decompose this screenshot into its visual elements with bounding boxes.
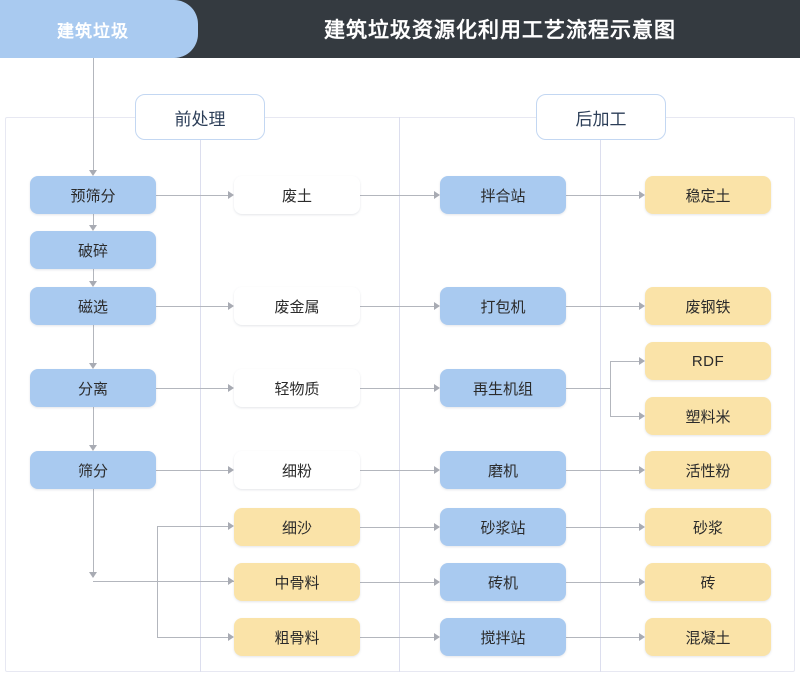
arrowhead-trunk-to-coarse-aggregate bbox=[228, 633, 234, 641]
connector-aggregate-trunk bbox=[157, 526, 158, 637]
connector-sieving-to-aggregate-trunk bbox=[93, 581, 234, 582]
node-crushing[interactable]: 破碎 bbox=[30, 231, 156, 269]
node-presieve[interactable]: 预筛分 bbox=[30, 176, 156, 214]
connector-magnetic-to-separation bbox=[93, 325, 94, 363]
connector-finesand-to-mortarstation bbox=[360, 527, 434, 528]
connector-presieve-to-wastesoil bbox=[156, 195, 228, 196]
connector-lightmaterial-to-recyclingunit bbox=[360, 388, 434, 389]
arrowhead-magnetic-to-separation bbox=[89, 363, 97, 369]
node-recycling-unit[interactable]: 再生机组 bbox=[440, 369, 566, 407]
node-fine-sand[interactable]: 细沙 bbox=[234, 508, 360, 546]
connector-mill-to-activepowder bbox=[566, 470, 639, 471]
arrowhead-trunk-to-fine-sand bbox=[228, 522, 234, 530]
arrowhead-finepowder-to-mill bbox=[434, 466, 440, 474]
node-baler[interactable]: 打包机 bbox=[440, 287, 566, 325]
arrowhead-separation-to-sieving bbox=[89, 445, 97, 451]
node-mixing-station[interactable]: 拌合站 bbox=[440, 176, 566, 214]
connector-wastesoil-to-mixingstation bbox=[360, 195, 434, 196]
connector-crushing-to-magnetic bbox=[93, 269, 94, 281]
connector-branch-to-rdf bbox=[610, 361, 639, 362]
connector-baler-to-scrapsteel bbox=[566, 306, 639, 307]
connector-trunk-to-fine-sand bbox=[157, 526, 228, 527]
connector-branch-to-plastic bbox=[610, 416, 639, 417]
connector-source-to-presieve bbox=[93, 58, 94, 170]
arrowhead-finesand-to-mortarstation bbox=[434, 523, 440, 531]
node-scrap-steel[interactable]: 废钢铁 bbox=[645, 287, 771, 325]
node-concrete-station[interactable]: 搅拌站 bbox=[440, 618, 566, 656]
node-waste-metal[interactable]: 废金属 bbox=[234, 287, 360, 325]
node-active-powder[interactable]: 活性粉 bbox=[645, 451, 771, 489]
connector-magnetic-to-wastemetal bbox=[156, 306, 228, 307]
node-mill[interactable]: 磨机 bbox=[440, 451, 566, 489]
node-mortar-station[interactable]: 砂浆站 bbox=[440, 508, 566, 546]
section-divider-right bbox=[600, 117, 601, 672]
arrowhead-separation-to-lightmaterial bbox=[228, 384, 234, 392]
node-brick[interactable]: 砖 bbox=[645, 563, 771, 601]
arrowhead-lightmaterial-to-recyclingunit bbox=[434, 384, 440, 392]
node-fine-powder[interactable]: 细粉 bbox=[234, 451, 360, 489]
connector-brickmachine-to-brick bbox=[566, 582, 639, 583]
node-stabilized-soil[interactable]: 稳定土 bbox=[645, 176, 771, 214]
arrowhead-coarseaggregate-to-concretestation bbox=[434, 633, 440, 641]
node-medium-aggregate[interactable]: 中骨料 bbox=[234, 563, 360, 601]
connector-sieving-to-finepowder bbox=[156, 470, 228, 471]
arrowhead-mixingstation-to-stabilizedsoil bbox=[639, 191, 645, 199]
connector-mortarstation-to-mortar bbox=[566, 527, 639, 528]
arrowhead-wastemetal-to-baler bbox=[434, 302, 440, 310]
arrowhead-concretestation-to-concrete bbox=[639, 633, 645, 641]
node-mortar[interactable]: 砂浆 bbox=[645, 508, 771, 546]
arrowhead-mill-to-activepowder bbox=[639, 466, 645, 474]
section-pill-post-processing: 后加工 bbox=[536, 94, 666, 140]
connector-mixingstation-to-stabilizedsoil bbox=[566, 195, 639, 196]
node-coarse-aggregate[interactable]: 粗骨料 bbox=[234, 618, 360, 656]
connector-presieve-to-crushing bbox=[93, 214, 94, 225]
node-magnetic-separation[interactable]: 磁选 bbox=[30, 287, 156, 325]
arrowhead-branch-to-plastic bbox=[639, 412, 645, 420]
connector-trunk-to-coarse-aggregate bbox=[157, 637, 228, 638]
node-light-material[interactable]: 轻物质 bbox=[234, 369, 360, 407]
node-brick-machine[interactable]: 砖机 bbox=[440, 563, 566, 601]
arrowhead-trunk-to-medium-aggregate bbox=[228, 577, 234, 585]
arrowhead-brickmachine-to-brick bbox=[639, 578, 645, 586]
source-tab-construction-waste[interactable]: 建筑垃圾 bbox=[0, 0, 198, 58]
section-divider-left bbox=[200, 117, 201, 672]
arrowhead-source-to-presieve bbox=[89, 170, 97, 176]
connector-coarseaggregate-to-concretestation bbox=[360, 637, 434, 638]
connector-separation-to-lightmaterial bbox=[156, 388, 228, 389]
arrowhead-mortarstation-to-mortar bbox=[639, 523, 645, 531]
arrowhead-baler-to-scrapsteel bbox=[639, 302, 645, 310]
connector-recyclingunit-branch bbox=[610, 361, 611, 416]
page-title: 建筑垃圾资源化利用工艺流程示意图 bbox=[324, 19, 676, 42]
node-plastic-pellets[interactable]: 塑料米 bbox=[645, 397, 771, 435]
section-divider-middle bbox=[399, 117, 400, 672]
section-pill-pre-processing: 前处理 bbox=[135, 94, 265, 140]
connector-finepowder-to-mill bbox=[360, 470, 434, 471]
node-waste-soil[interactable]: 废土 bbox=[234, 176, 360, 214]
arrowhead-presieve-to-wastesoil bbox=[228, 191, 234, 199]
node-concrete[interactable]: 混凝土 bbox=[645, 618, 771, 656]
arrowhead-crushing-to-magnetic bbox=[89, 281, 97, 287]
arrowhead-sieving-to-finepowder bbox=[228, 466, 234, 474]
connector-wastemetal-to-baler bbox=[360, 306, 434, 307]
connector-separation-to-sieving bbox=[93, 407, 94, 445]
connector-sieving-downleg bbox=[93, 489, 94, 577]
arrowhead-wastesoil-to-mixingstation bbox=[434, 191, 440, 199]
node-separation[interactable]: 分离 bbox=[30, 369, 156, 407]
connector-concretestation-to-concrete bbox=[566, 637, 639, 638]
connector-mediumaggregate-to-brickmachine bbox=[360, 582, 434, 583]
arrowhead-mediumaggregate-to-brickmachine bbox=[434, 578, 440, 586]
arrowhead-sieving-downleg bbox=[89, 572, 97, 578]
arrowhead-branch-to-rdf bbox=[639, 357, 645, 365]
node-rdf[interactable]: RDF bbox=[645, 342, 771, 380]
arrowhead-magnetic-to-wastemetal bbox=[228, 302, 234, 310]
connector-recyclingunit-stem bbox=[566, 388, 610, 389]
arrowhead-presieve-to-crushing bbox=[89, 225, 97, 231]
node-sieving[interactable]: 筛分 bbox=[30, 451, 156, 489]
